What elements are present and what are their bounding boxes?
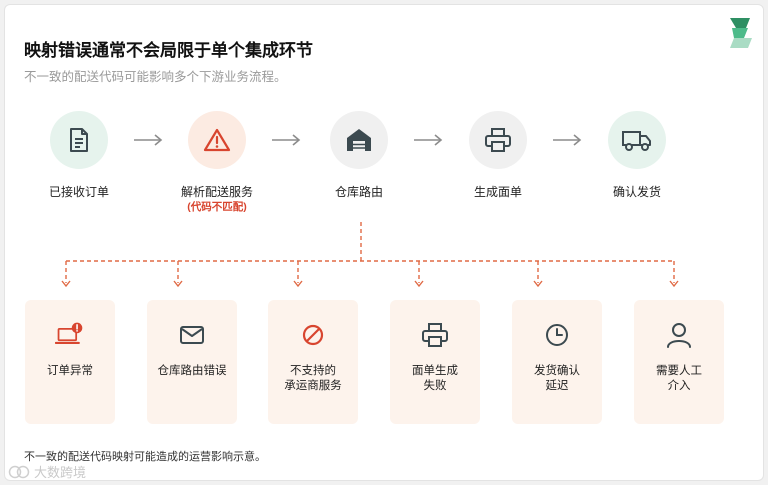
outcome-manual-intervention: 需要人工 介入 — [634, 300, 724, 424]
user-icon — [667, 323, 691, 348]
flow-step-label-gen-label: 生成面单 — [473, 185, 523, 199]
outcome-ship-delay: 发货确认 延迟 — [512, 300, 602, 424]
flow-step-parse — [188, 111, 246, 169]
watermark-logo-icon — [8, 465, 30, 478]
outcome-label-2: 承运商服务 — [284, 380, 342, 392]
flow-step-ship-label: 确认发货 — [612, 185, 662, 199]
outcome-label: 仓库路由错误 — [157, 365, 227, 377]
outcome-label: 面单生成 — [412, 365, 458, 377]
printer-icon — [422, 323, 448, 347]
flow-step-parse-label: 解析配送服务 — [180, 185, 254, 199]
outcome-label: 不支持的 — [290, 365, 336, 377]
arrow-right-icon — [553, 134, 582, 146]
outcome-routing-error: 仓库路由错误 — [147, 300, 237, 424]
page-subtitle: 不一致的配送代码可能影响多个下游业务流程。 — [24, 70, 287, 84]
watermark: 大数跨境 — [8, 462, 86, 481]
outcome-label-2: 失败 — [423, 380, 447, 392]
flow-step-routing — [330, 111, 388, 169]
flow-step-label-gen — [469, 111, 527, 169]
warning-icon — [203, 128, 231, 152]
outcome-label-2: 延迟 — [545, 380, 569, 392]
arrow-right-icon — [134, 134, 163, 146]
flow-step-routing-label: 仓库路由 — [334, 185, 384, 199]
document-icon — [70, 128, 88, 152]
outcome-label: 需要人工 — [656, 365, 702, 377]
laptop-alert-icon — [55, 322, 83, 344]
outcome-label-2: 介入 — [667, 380, 691, 392]
outcome-order-exception: 订单异常 — [25, 300, 115, 424]
ban-icon — [302, 324, 324, 346]
outcome-label-failed: 面单生成 失败 — [390, 300, 480, 424]
footnote: 不一致的配送代码映射可能造成的运营影响示意。 — [24, 451, 266, 463]
page-title: 映射错误通常不会局限于单个集成环节 — [24, 41, 313, 60]
code-mismatch-note: (代码不匹配) — [187, 201, 247, 213]
brand-logo-icon — [730, 18, 752, 48]
flow-step-ship — [608, 111, 666, 169]
outcome-unsupported-carrier: 不支持的 承运商服务 — [268, 300, 358, 424]
truck-icon — [622, 131, 651, 151]
mail-icon — [180, 326, 204, 344]
watermark-text: 大数跨境 — [34, 465, 87, 480]
printer-icon — [485, 128, 511, 152]
warehouse-icon — [347, 129, 371, 151]
flow-step-received-label: 已接收订单 — [48, 185, 110, 199]
arrow-right-icon — [272, 134, 301, 146]
outcome-label: 订单异常 — [47, 365, 93, 377]
flow-step-received — [50, 111, 108, 169]
outcome-label: 发货确认 — [534, 365, 580, 377]
arrow-right-icon — [414, 134, 443, 146]
clock-icon — [546, 324, 568, 346]
